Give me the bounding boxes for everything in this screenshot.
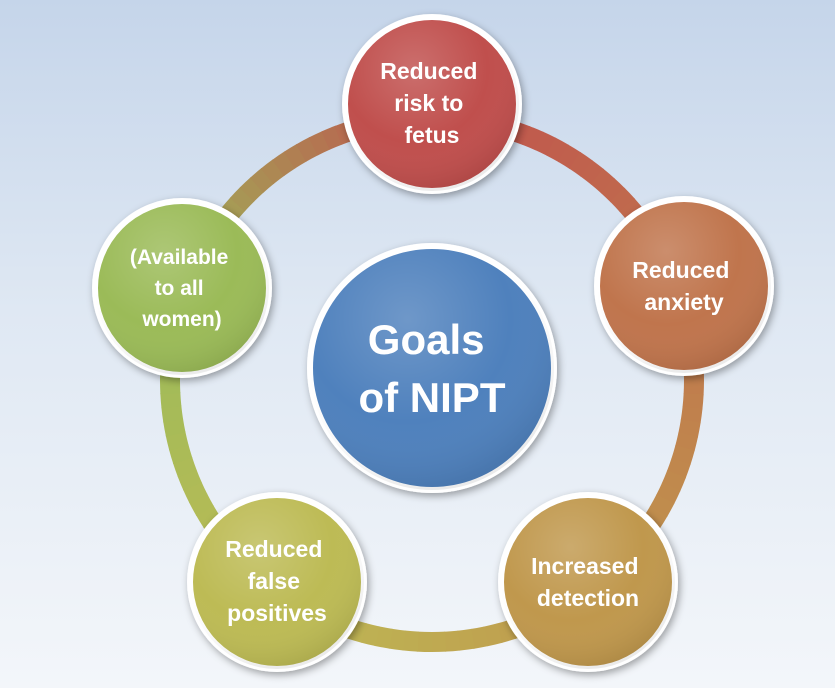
ring-segment: [402, 630, 419, 652]
ring-segment: [610, 187, 635, 213]
center-node: Goals of NIPT: [307, 243, 557, 493]
ring-segment: [470, 626, 489, 649]
svg-text:(Available to all: (Available to all women): [130, 246, 234, 331]
node-available-to-all: (Available to all women): [92, 198, 272, 378]
node-false-positives-line-2: false: [248, 568, 300, 594]
node-anxiety-line-1: Reduced: [632, 257, 729, 283]
node-risk-line-3: fetus: [405, 122, 460, 148]
node-anxiety-line-2: anxiety: [644, 289, 723, 315]
ring-segment: [388, 628, 406, 651]
ring-segment: [183, 481, 208, 504]
ring-segment: [649, 494, 675, 517]
ring-segment: [569, 151, 593, 177]
center-title-line-1: Goals: [368, 316, 485, 363]
ring-segment: [308, 131, 331, 156]
node-reduced-risk: Reduced risk to fetus: [342, 14, 522, 194]
node-reduced-false-positives: Reduced false positives: [187, 492, 367, 672]
ring-segment: [260, 159, 285, 185]
ring-segment: [168, 444, 193, 465]
ring-segment: [671, 445, 695, 466]
node-available-line-3: women): [141, 308, 221, 331]
ring-segment: [483, 623, 503, 647]
node-risk-line-2: risk to: [394, 90, 463, 116]
ring-segment: [682, 393, 704, 410]
node-reduced-anxiety: Reduced anxiety: [594, 196, 774, 376]
ring-segment: [444, 630, 461, 652]
ring-segment: [161, 405, 184, 423]
ring-segment: [675, 432, 699, 452]
svg-text:Reduced risk to: Reduced risk to fetus: [380, 58, 484, 148]
ring-segment: [600, 177, 626, 203]
node-false-positives-line-3: positives: [227, 600, 327, 626]
ring-segment: [457, 628, 475, 651]
ring-segment: [272, 151, 296, 177]
ring-segment: [580, 159, 605, 185]
node-false-positives-line-1: Reduced: [225, 536, 322, 562]
node-risk-line-1: Reduced: [380, 58, 477, 84]
ring-segment: [239, 177, 265, 202]
node-available-line-1: (Available: [130, 246, 228, 269]
ring-segment: [296, 137, 319, 162]
node-increased-detection: Increased detection: [498, 492, 678, 672]
ring-segment: [189, 493, 214, 516]
ring-segment: [160, 392, 182, 409]
ring-segment: [229, 186, 255, 212]
ring-segment: [522, 126, 544, 151]
node-available-line-2: to all: [155, 277, 204, 300]
svg-text:Reduced false: Reduced false positives: [225, 536, 329, 626]
ring-segment: [163, 418, 186, 437]
node-detection-line-1: Increased: [531, 553, 638, 579]
ring-segment: [557, 144, 582, 170]
ring-segment: [534, 131, 557, 156]
ring-segment: [678, 419, 701, 438]
ring-segment: [656, 482, 681, 505]
ring-segment: [680, 406, 703, 424]
ring-segment: [360, 623, 380, 647]
svg-text:Goals of NIPT: Goals of NIPT: [359, 316, 506, 421]
ring-segment: [661, 470, 686, 492]
ring-segment: [321, 125, 343, 150]
ring-segment: [590, 168, 615, 194]
ring-segment: [666, 457, 691, 479]
ring-segment: [165, 431, 189, 451]
center-title-line-2: of NIPT: [359, 374, 506, 421]
ring-segment: [546, 137, 569, 163]
ring-segment: [374, 626, 393, 649]
svg-text:Increased detection: Increased detection: [531, 553, 645, 611]
ring-segment: [177, 469, 202, 491]
ring-segment: [496, 619, 517, 644]
ring-segment: [283, 143, 307, 169]
node-detection-line-2: detection: [537, 585, 639, 611]
ring-segment: [172, 456, 197, 478]
svg-text:Reduced anxiety: Reduced anxiety: [632, 257, 736, 315]
ring-segment: [249, 167, 275, 193]
